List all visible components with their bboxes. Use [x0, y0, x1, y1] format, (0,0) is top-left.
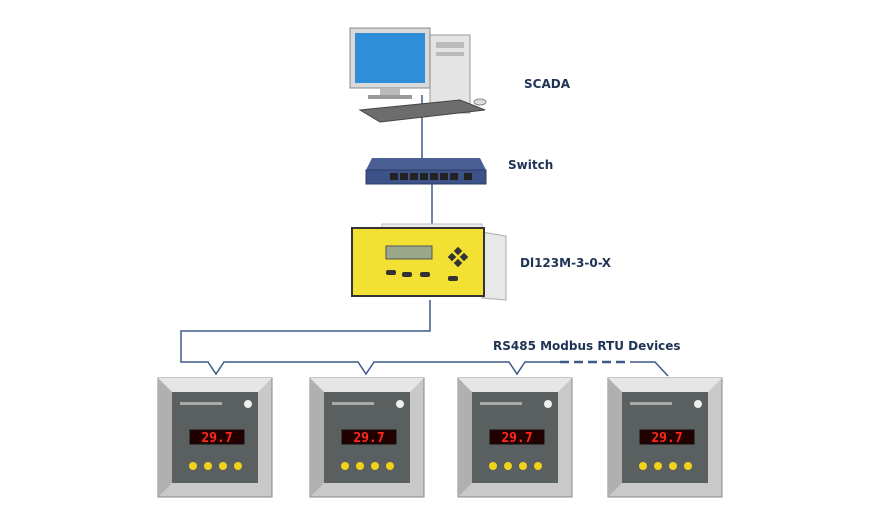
device-display-value: 29.7	[201, 431, 232, 446]
temperature-indicator-device: 29.7	[157, 377, 273, 498]
scada-label: SCADA	[524, 77, 570, 91]
bus-end	[630, 361, 669, 377]
datalogger-icon	[351, 223, 507, 301]
device-display-value: 29.7	[353, 431, 384, 446]
temperature-indicator-device: 29.7	[309, 377, 425, 498]
rs485-bus	[180, 300, 560, 376]
network-switch-icon	[365, 158, 487, 185]
scada-computer-icon	[349, 27, 487, 123]
datalogger-label: Dl123M-3-0-X	[520, 256, 611, 270]
device-display-value: 29.7	[501, 431, 532, 446]
temperature-indicator-device: 29.7	[457, 377, 573, 498]
device-display-value: 29.7	[651, 431, 682, 446]
switch-label: Switch	[508, 158, 554, 172]
connections	[180, 95, 669, 377]
temperature-indicator-device: 29.7	[607, 377, 723, 498]
bus-label: RS485 Modbus RTU Devices	[493, 339, 681, 353]
